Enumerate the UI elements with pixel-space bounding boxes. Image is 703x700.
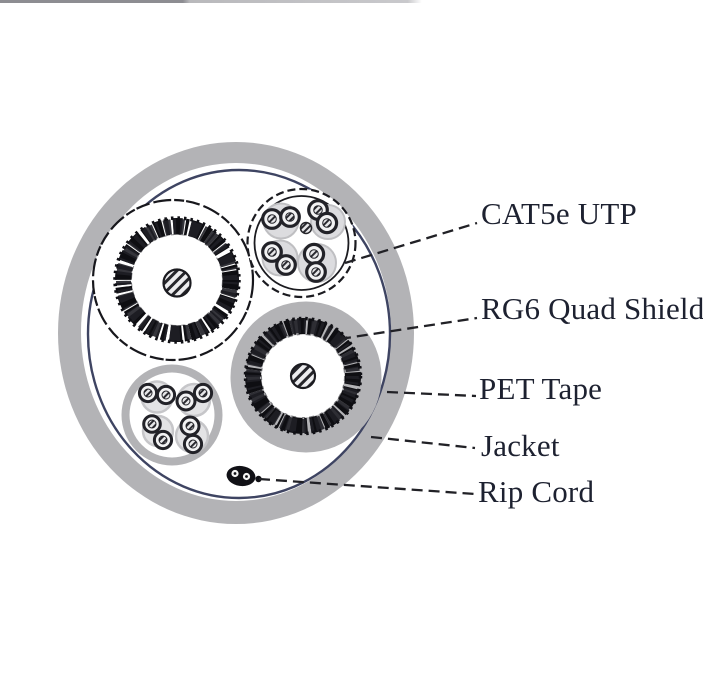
label-cat5e-utp: CAT5e UTP (481, 196, 637, 231)
cat5e-bundle-1-filler (299, 221, 313, 235)
cat5e-bundle-2 (121, 364, 223, 466)
rg6-coax-1 (91, 198, 255, 362)
leader-line-cat5e-utp (344, 221, 478, 265)
leader-line-jacket (370, 435, 476, 450)
top-border-line (0, 0, 703, 3)
label-rip-cord: Rip Cord (478, 474, 595, 509)
rg6-coax-2 (230, 301, 382, 453)
cat5e-bundle-1-wires (261, 199, 339, 283)
label-rg6-quad-shield: RG6 Quad Shield (481, 291, 703, 326)
cat5e-bundle-1 (246, 187, 357, 299)
leader-line-rip-cord (258, 477, 476, 496)
rg6-coax-1-center-conductor (162, 268, 192, 298)
label-jacket: Jacket (481, 428, 560, 463)
leader-line-rg6-quad-shield (339, 316, 478, 341)
label-pet-tape: PET Tape (479, 371, 603, 406)
rg6-coax-2-center-conductor (289, 362, 317, 390)
leader-line-pet-tape (386, 390, 477, 398)
rip-cord-element (226, 465, 262, 487)
cat5e-bundle-2-wires (137, 382, 214, 455)
